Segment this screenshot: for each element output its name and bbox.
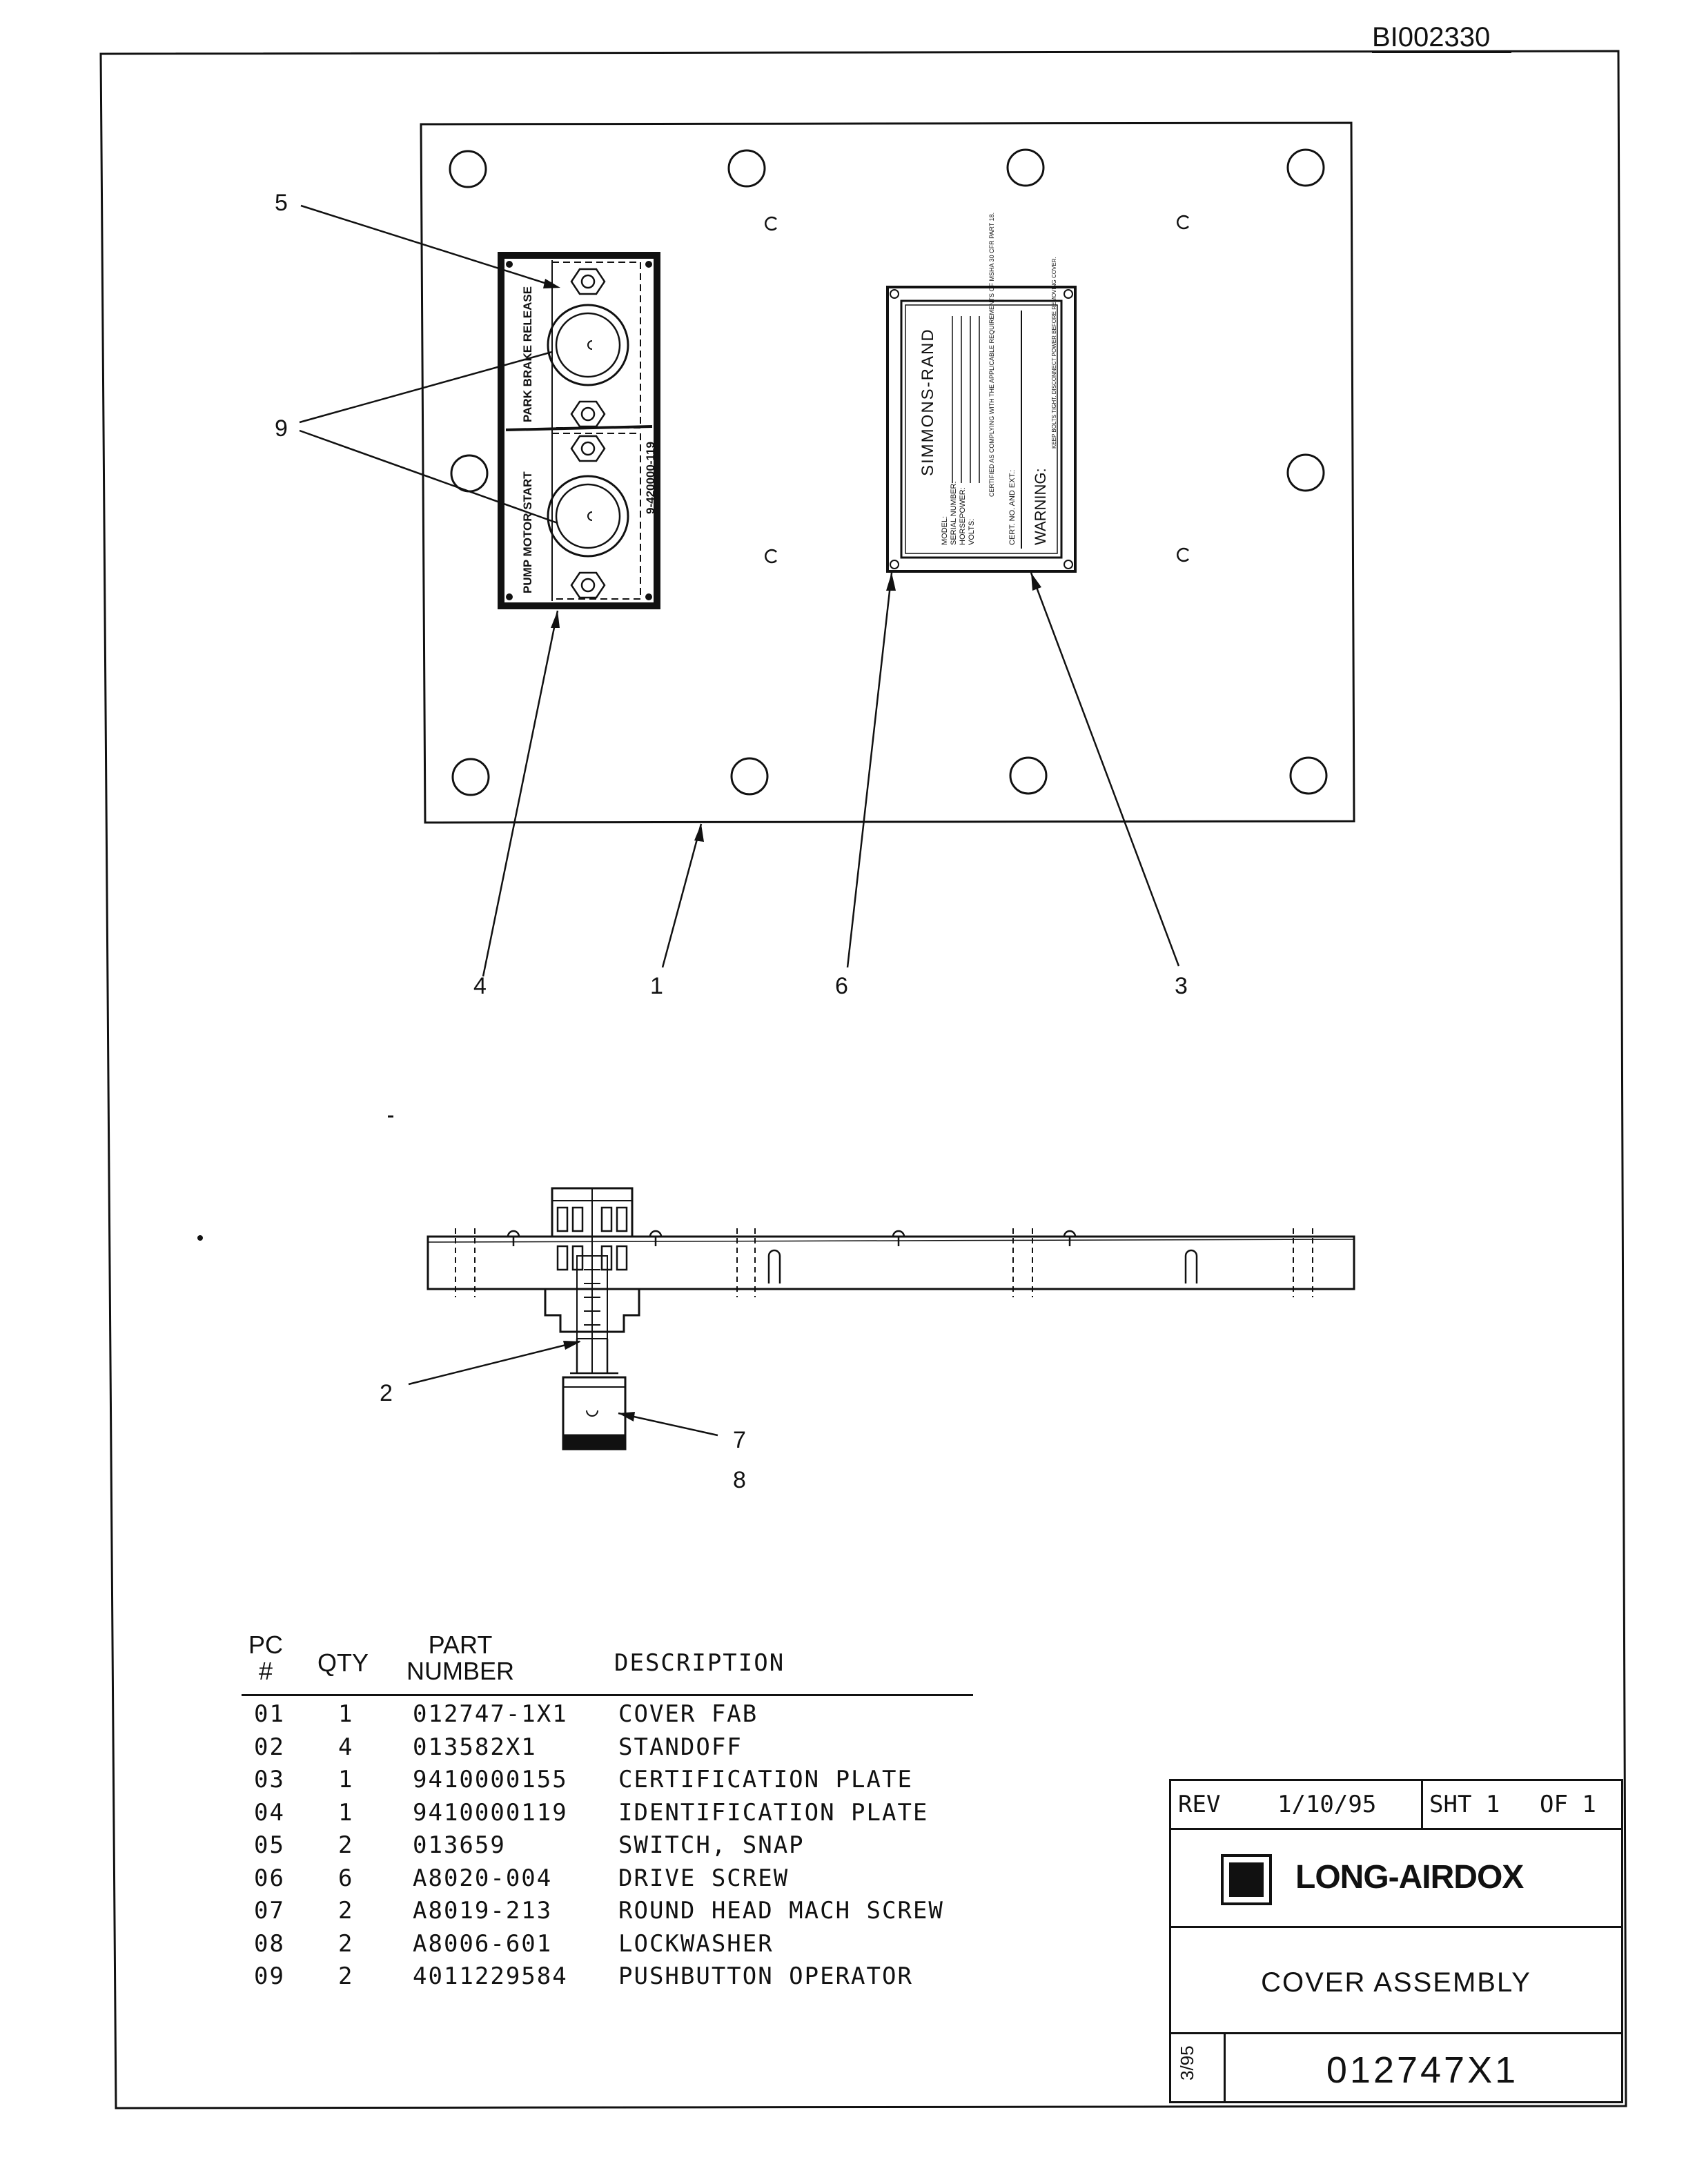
side-plate <box>427 1235 1355 1290</box>
leader-lines-side <box>408 1340 718 1437</box>
header-part-number: PART NUMBER <box>406 1631 514 1685</box>
callout-2: 2 <box>380 1380 393 1406</box>
cert-plate-inner <box>900 299 1063 559</box>
cover-side-view <box>427 1187 1355 1450</box>
cert-warning-label: WARNING: <box>1032 468 1049 545</box>
label-park-brake-release: PARK BRAKE RELEASE <box>521 286 534 422</box>
panel-frame <box>498 252 660 609</box>
callout-3: 3 <box>1175 973 1188 999</box>
standoff-marks <box>765 215 1189 564</box>
revision-row: REV 1/10/95 SHT 1 OF 1 <box>1171 1781 1621 1830</box>
header-qty: QTY <box>317 1649 369 1677</box>
bolt-hole <box>727 149 766 188</box>
bolt-hole <box>1286 453 1325 492</box>
cover-plate-outline <box>420 121 1355 824</box>
header-description: DESCRIPTION <box>614 1649 785 1677</box>
standoff-mark <box>765 216 777 231</box>
certification-plate: SIMMONS-RAND MODEL: SERIAL NUMBER: HORSE… <box>886 213 1077 573</box>
bolt-hole <box>1009 756 1048 795</box>
cert-warning-text: KEEP BOLTS TIGHT. DISCONNECT POWER BEFOR… <box>1051 257 1057 449</box>
bolt-hole <box>1006 148 1045 187</box>
company-logo-row: LONG-AIRDOX <box>1171 1828 1621 1928</box>
callout-9: 9 <box>275 415 288 442</box>
cert-field-volts: VOLTS: <box>968 519 976 545</box>
drawing-title-row: COVER ASSEMBLY <box>1171 1926 1621 2034</box>
standoff-mark <box>1177 547 1189 562</box>
leader-arrowheads-side <box>563 1341 635 1421</box>
leader-lines-top <box>299 204 1180 977</box>
bolt-hole <box>450 454 489 493</box>
bolt-hole <box>1289 756 1328 795</box>
cert-statement: CERTIFIED AS COMPLYING WITH THE APPLICAB… <box>988 213 995 497</box>
callout-7: 7 <box>733 1427 746 1453</box>
park-brake-button <box>547 304 629 386</box>
callout-4: 4 <box>473 973 487 999</box>
cert-number-label: CERT. NO. AND EXT.: <box>1008 470 1017 545</box>
sheet-number: SHT 1 <box>1429 1791 1500 1818</box>
callout-6: 6 <box>835 973 848 999</box>
label-panel-part-number: 9-420000-119 <box>644 442 657 514</box>
pump-start-button <box>547 475 629 558</box>
cert-plate-outer <box>886 286 1077 573</box>
document-id: BI002330 <box>1372 22 1491 52</box>
drawing-border <box>99 50 1627 2109</box>
cert-field-horsepower: HORSEPOWER: <box>959 487 967 545</box>
title-block: REV 1/10/95 SHT 1 OF 1 LONG-AIRDOX COVER… <box>1169 1779 1623 2103</box>
drawing-title: COVER ASSEMBLY <box>1261 1967 1531 1998</box>
cert-field-serial: SERIAL NUMBER: <box>950 481 958 545</box>
bolt-hole <box>449 150 487 188</box>
cert-plate-brand: SIMMONS-RAND <box>919 328 937 476</box>
company-name: LONG-AIRDOX <box>1295 1859 1524 1896</box>
callout-8: 8 <box>733 1467 746 1493</box>
callout-5: 5 <box>275 190 288 216</box>
rev-label: REV <box>1178 1791 1221 1818</box>
drawing-number-row: 3/95 012747X1 <box>1171 2032 1621 2101</box>
sheet-total: OF 1 <box>1540 1791 1596 1818</box>
company-logo-icon <box>1221 1854 1272 1905</box>
rev-date: 1/10/95 <box>1277 1791 1377 1818</box>
bolt-hole <box>1286 148 1325 187</box>
leader-arrowheads-top <box>543 279 1041 842</box>
cover-plate-top-view: PARK BRAKE RELEASE PUMP MOTOR START 9-42… <box>299 121 1355 977</box>
standoff-mark <box>1177 215 1189 230</box>
switch-body <box>544 1289 640 1333</box>
callout-1: 1 <box>650 973 663 999</box>
header-pc: PC # <box>248 1631 360 1685</box>
bolt-hole <box>451 758 490 796</box>
standoff-mark <box>765 549 777 564</box>
scan-speck <box>197 1235 203 1241</box>
drawing-number: 012747X1 <box>1326 2049 1519 2091</box>
pushbutton-panel: PARK BRAKE RELEASE PUMP MOTOR START 9-42… <box>498 252 660 609</box>
label-pump-motor-start: PUMP MOTOR START <box>521 471 534 593</box>
cert-field-model: MODEL: <box>941 516 949 545</box>
bolt-hole <box>730 757 769 796</box>
parts-table-header: PC # QTY PART NUMBER DESCRIPTION <box>242 1625 973 1696</box>
date-code: 3/95 <box>1177 2045 1197 2080</box>
